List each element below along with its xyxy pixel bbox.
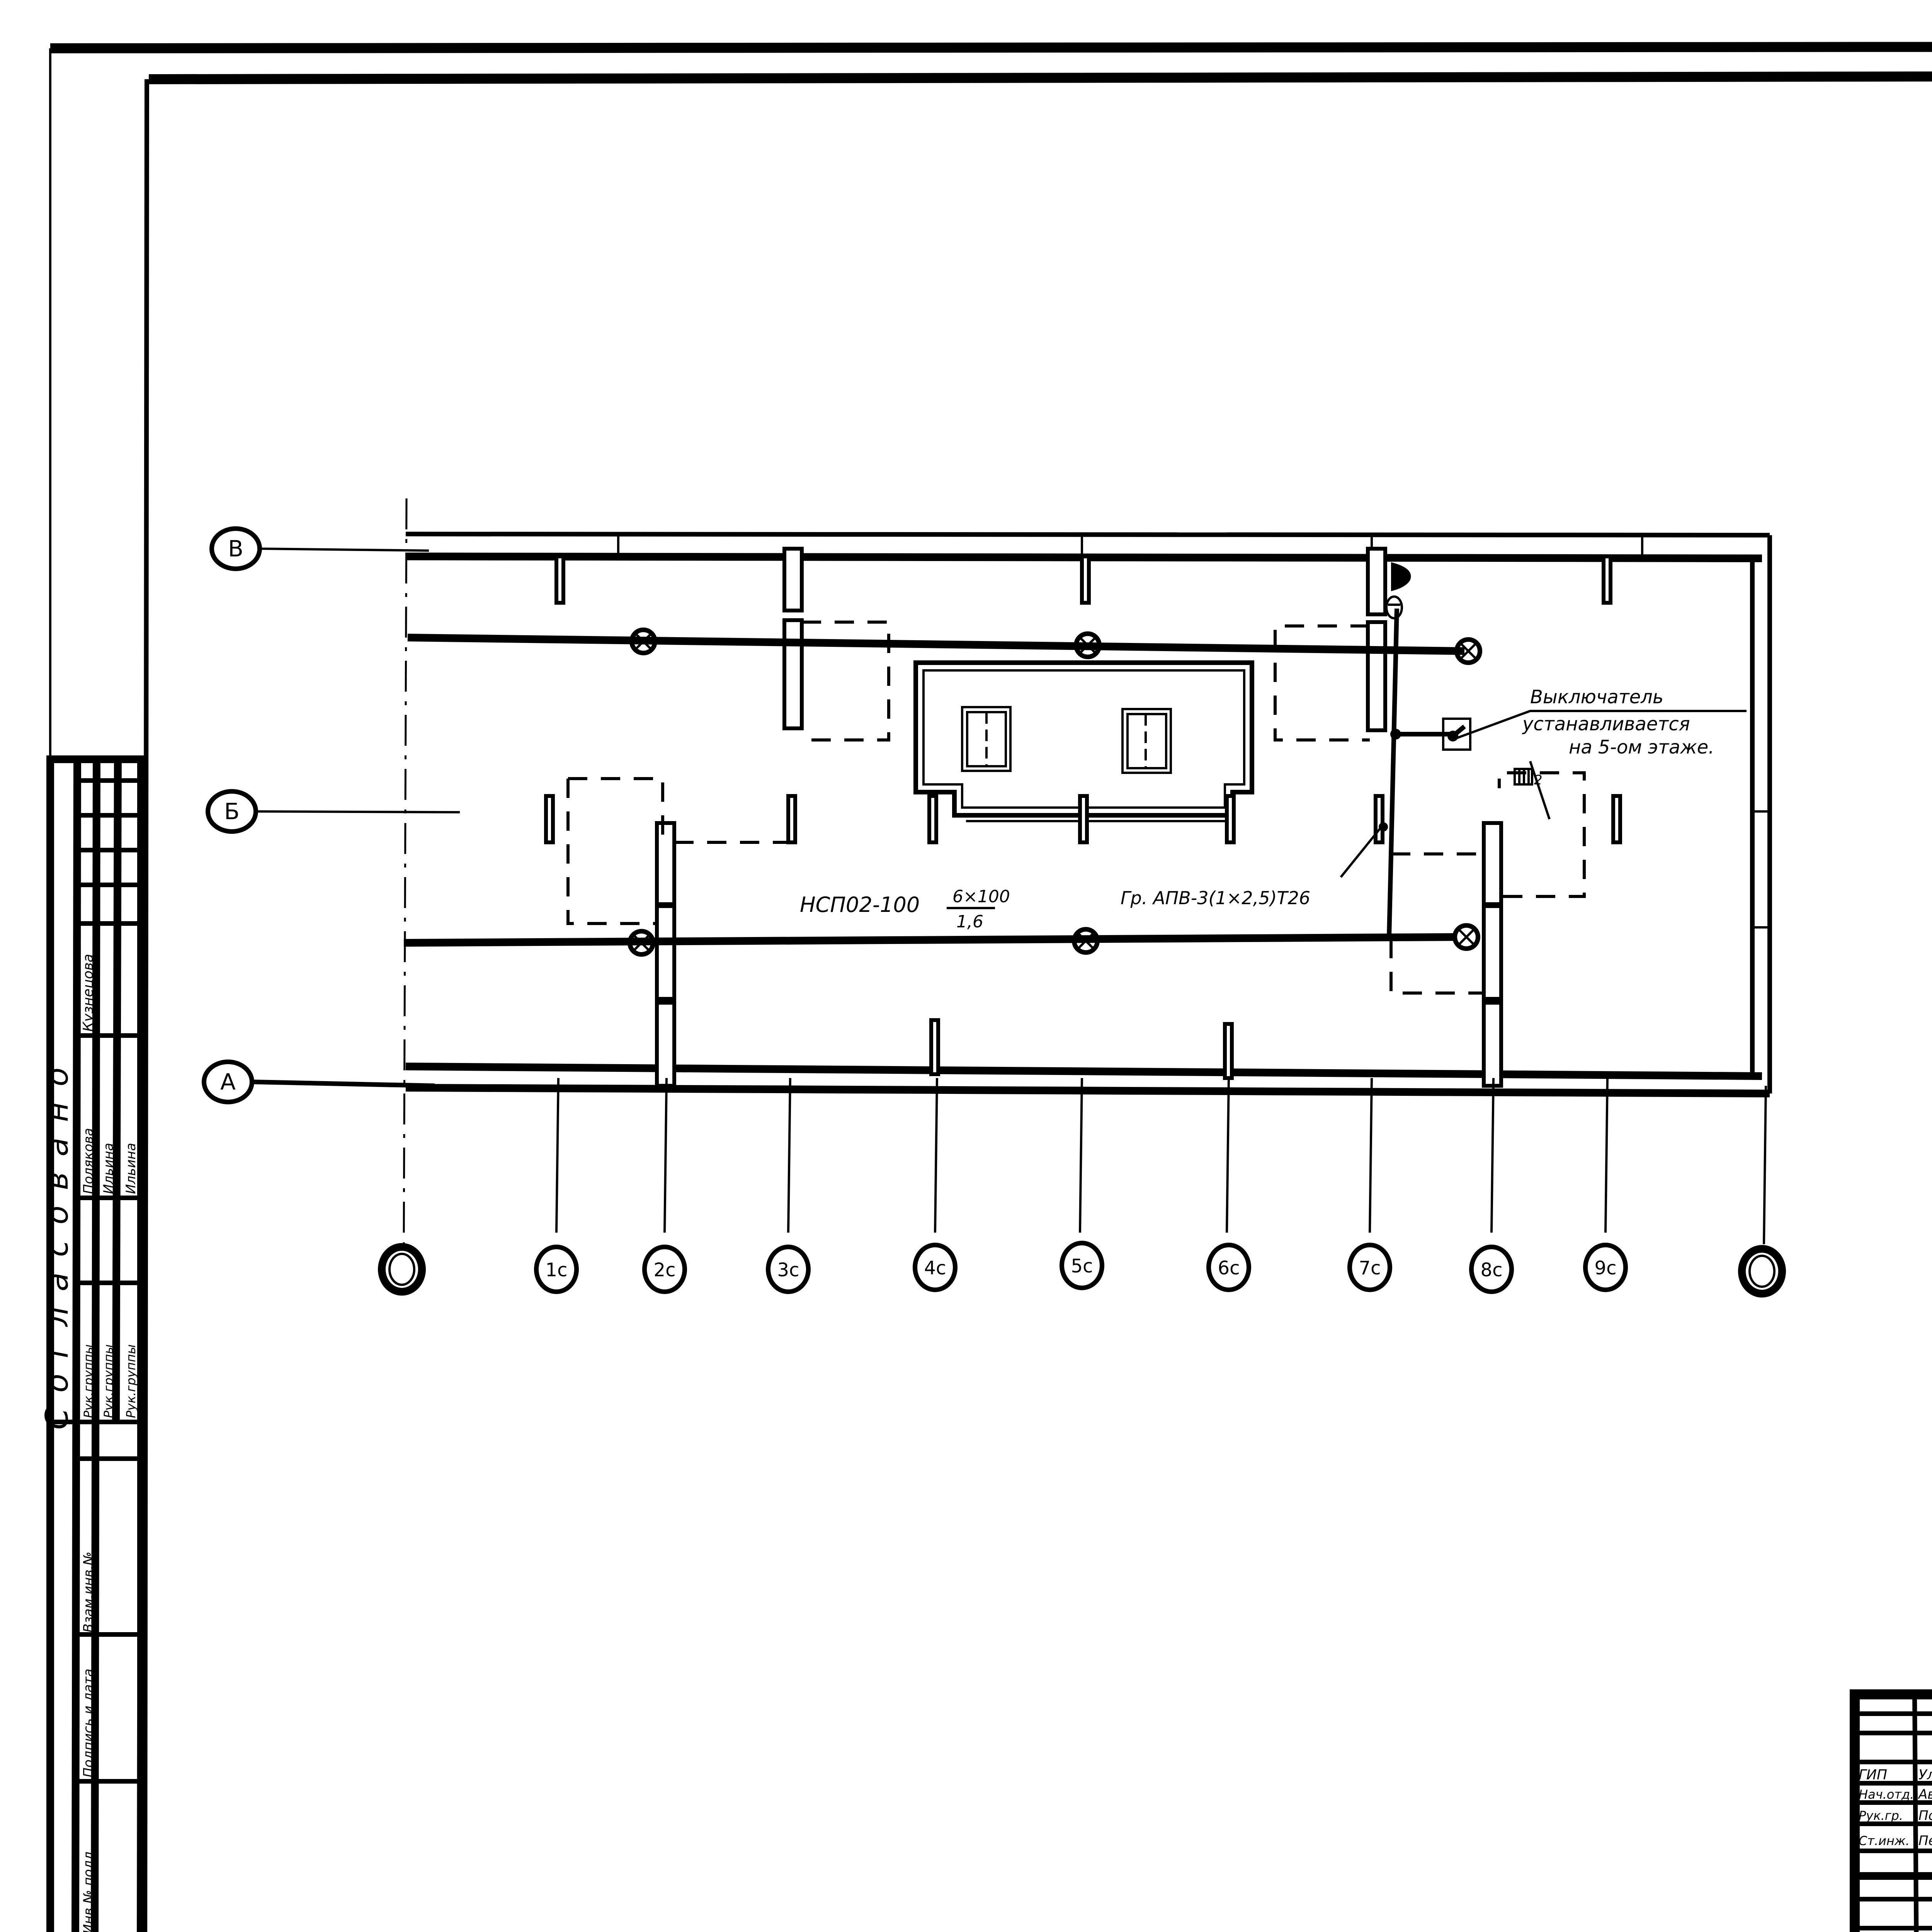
fixture-type-label: НСП02-100 — [800, 893, 920, 917]
lighting-circuit — [403, 562, 1747, 957]
svg-text:В: В — [228, 536, 243, 562]
axis-col-1c: 1с — [534, 1245, 579, 1294]
approval-strip: Согласовано Кузнецова Полякова Ильина Ил… — [39, 755, 145, 1932]
svg-text:6с: 6с — [1218, 1257, 1240, 1279]
fixture-denominator: 1,6 — [956, 912, 983, 932]
lamp-icon — [1072, 927, 1100, 955]
axis-row-a: А — [202, 1060, 435, 1104]
transformer-icon — [1385, 562, 1411, 619]
axis-col-9c: 9с — [1583, 1243, 1628, 1292]
svg-text:4с: 4с — [924, 1257, 946, 1279]
svg-text:Ст.инж.: Ст.инж. — [1859, 1833, 1910, 1848]
approval-row-3-name: Ильина — [123, 1143, 139, 1194]
svg-text:8с: 8с — [1481, 1259, 1503, 1281]
approval-row-3-role: Рук.группы — [124, 1344, 138, 1418]
axis-col-4c: 4с — [913, 1243, 957, 1292]
svg-text:Улитина: Улитина — [1918, 1767, 1932, 1783]
lamp-icon — [629, 628, 657, 655]
axis-col-3c: 3с — [766, 1245, 811, 1294]
svg-text:ГИП: ГИП — [1859, 1767, 1887, 1783]
lamp-icon — [1452, 923, 1480, 951]
sheet-frame — [49, 42, 1932, 1932]
svg-text:Нач.отд.: Нач.отд. — [1859, 1787, 1914, 1802]
feed-label: Гр. АПВ-3(1×2,5)Т26 — [1121, 888, 1310, 908]
svg-text:Рук.гр.: Рук.гр. — [1859, 1808, 1903, 1823]
svg-text:Позушкина: Позушкина — [1918, 1808, 1932, 1823]
hatch-right — [1121, 708, 1172, 774]
axis-col-8c: 8с — [1469, 1245, 1514, 1294]
signature-row: Рук.гр. Позушкина — [1859, 1808, 1932, 1823]
lamp-icon — [1074, 631, 1102, 659]
fixture-numerator: 6×100 — [952, 887, 1010, 906]
axis-col-10 — [1738, 1245, 1786, 1298]
title-block: 44-86-э 58 Теплый проходной чердак для б… — [1850, 1689, 1932, 1932]
svg-text:9с: 9с — [1595, 1257, 1617, 1279]
hatch-left — [961, 706, 1012, 772]
approval-title: Согласовано — [39, 1052, 75, 1430]
svg-text:3с: 3с — [777, 1259, 799, 1281]
axis-col-6c: 6с — [1206, 1243, 1251, 1292]
approval-row-1-name: Полякова — [81, 1128, 96, 1194]
switch-note-line1: Выключатель — [1530, 686, 1663, 708]
axis-col-2c: 2с — [642, 1245, 687, 1294]
approval-cell-a: Кузнецова — [80, 954, 96, 1032]
axis-col-0 — [378, 1243, 426, 1296]
axis-col-7c: 7с — [1347, 1243, 1392, 1292]
axis-columns: 1с 2с 3с 4с 5с 6с 7с 8с 9с — [378, 1241, 1786, 1298]
switch-note-line2: устанавливается — [1522, 713, 1690, 735]
vent-mark: 2 — [1534, 772, 1543, 788]
vent-symbol: 2 — [1514, 761, 1551, 820]
svg-text:5с: 5с — [1071, 1255, 1093, 1277]
label-sign-date: Подпись и дата — [81, 1668, 96, 1777]
svg-text:Аверьядов: Аверьядов — [1918, 1787, 1932, 1802]
feed-arrow — [1340, 822, 1388, 878]
signature-row: ГИП Улитина 10.3 — [1859, 1767, 1932, 1783]
svg-text:2с: 2с — [654, 1259, 676, 1281]
svg-text:7с: 7с — [1359, 1257, 1381, 1279]
switch-note-line3: на 5-ом этаже. — [1569, 736, 1714, 758]
axis-row-v: В — [209, 526, 429, 571]
approval-row-2-role: Рук.группы — [101, 1344, 116, 1418]
svg-text:1с: 1с — [546, 1259, 568, 1281]
label-inv-dup: Взам.инв.№ — [81, 1552, 96, 1633]
lamp-icon — [1454, 637, 1482, 665]
axis-row-b: Б — [206, 789, 460, 834]
axis-col-5c: 5с — [1060, 1241, 1104, 1290]
svg-text:Б: Б — [224, 798, 240, 825]
approval-row-2-name: Ильина — [101, 1143, 116, 1194]
svg-text:А: А — [220, 1069, 236, 1095]
signature-row: Ст.инж. Петренко — [1859, 1833, 1932, 1849]
signature-row: Нач.отд. Аверьядов — [1859, 1787, 1932, 1802]
svg-text:Петренко: Петренко — [1918, 1833, 1932, 1849]
floor-plan: 2 В Б А 1с — [202, 498, 1786, 1298]
label-inv-orig: Инв.№ подл. — [81, 1847, 96, 1932]
lamp-icon — [628, 929, 655, 957]
approval-row-1-role: Рук.группы — [81, 1344, 96, 1418]
